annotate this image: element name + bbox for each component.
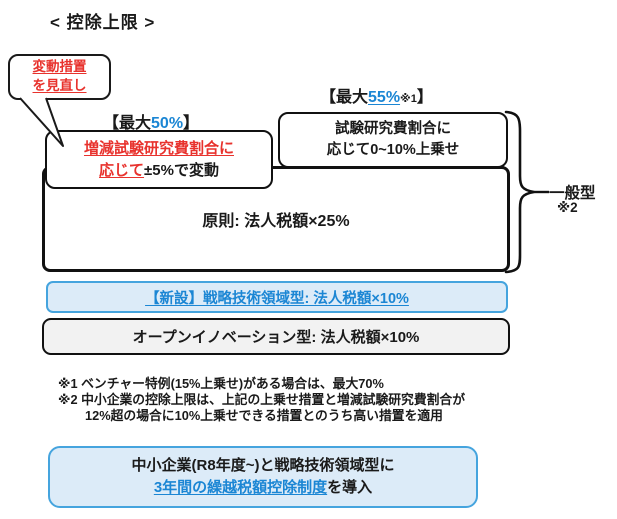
open-innovation-box: オープンイノベーション型: 法人税額×10%	[42, 318, 510, 355]
variation-line1: 増減試験研究費割合に	[83, 139, 234, 157]
principle-text: 原則: 法人税額×25%	[202, 213, 350, 230]
label-max-50-value: 50%	[151, 115, 184, 132]
open-innovation-text: オープンイノベーション型: 法人税額×10%	[132, 329, 420, 346]
carryover-suffix: を導入	[327, 479, 373, 496]
addon-line2: 応じて0~10%上乗せ	[326, 142, 460, 158]
page-title: < 控除上限 >	[50, 13, 156, 32]
variation-box: 増減試験研究費割合に 応じて±5%で変動	[45, 130, 273, 189]
addon-line1: 試験研究費割合に	[335, 120, 451, 137]
footnote-2-line2: 12%超の場合に10%上乗せできる措置とのうち高い措置を適用	[85, 408, 443, 423]
callout-bubble: 変動措置 を見直し	[8, 54, 111, 100]
carryover-link: 3年間の繰越税額控除制度	[153, 479, 328, 496]
label-max-55-value: 55%	[368, 89, 401, 106]
addon-box: 試験研究費割合に 応じて0~10%上乗せ	[278, 112, 508, 168]
variation-line2: 応じて±5%で変動	[99, 160, 219, 182]
carryover-line2: 3年間の繰越税額控除制度を導入	[154, 477, 372, 500]
footnote-1: ※1 ベンチャー特例(15%上乗せ)がある場合は、最大70%	[58, 376, 384, 391]
carryover-line1: 中小企業(R8年度~)と戦略技術領域型に	[131, 456, 395, 474]
label-max-50-prefix: 【最大	[103, 115, 152, 132]
general-type-brace	[504, 110, 549, 274]
label-max-50: 【最大50%】	[103, 109, 199, 133]
callout-line1: 変動措置	[32, 59, 87, 75]
footnote-2-line1: ※2 中小企業の控除上限は、上記の上乗せ措置と増減試験研究費割合が	[58, 392, 466, 407]
label-max-55-ref: ※1	[400, 93, 417, 105]
variation-line2-black: ±5%で変動	[144, 161, 219, 179]
strategic-text: 【新設】戦略技術領域型: 法人税額×10%	[145, 290, 409, 307]
label-max-55-suffix: 】	[416, 89, 433, 106]
label-max-50-suffix: 】	[183, 115, 200, 132]
callout-line2: を見直し	[32, 78, 87, 93]
strategic-box: 【新設】戦略技術領域型: 法人税額×10%	[46, 281, 508, 313]
callout-tail	[19, 97, 64, 147]
label-max-55-prefix: 【最大	[320, 89, 369, 106]
carryover-box: 中小企業(R8年度~)と戦略技術領域型に 3年間の繰越税額控除制度を導入	[48, 446, 478, 508]
footnotes: ※1 ベンチャー特例(15%上乗せ)がある場合は、最大70% ※2 中小企業の控…	[58, 376, 465, 424]
label-max-55: 【最大55%※1】	[320, 83, 433, 107]
general-type-ref: ※2	[557, 200, 578, 215]
variation-line2-red: 応じて	[99, 161, 145, 179]
general-type-label: 一般型	[549, 185, 596, 202]
